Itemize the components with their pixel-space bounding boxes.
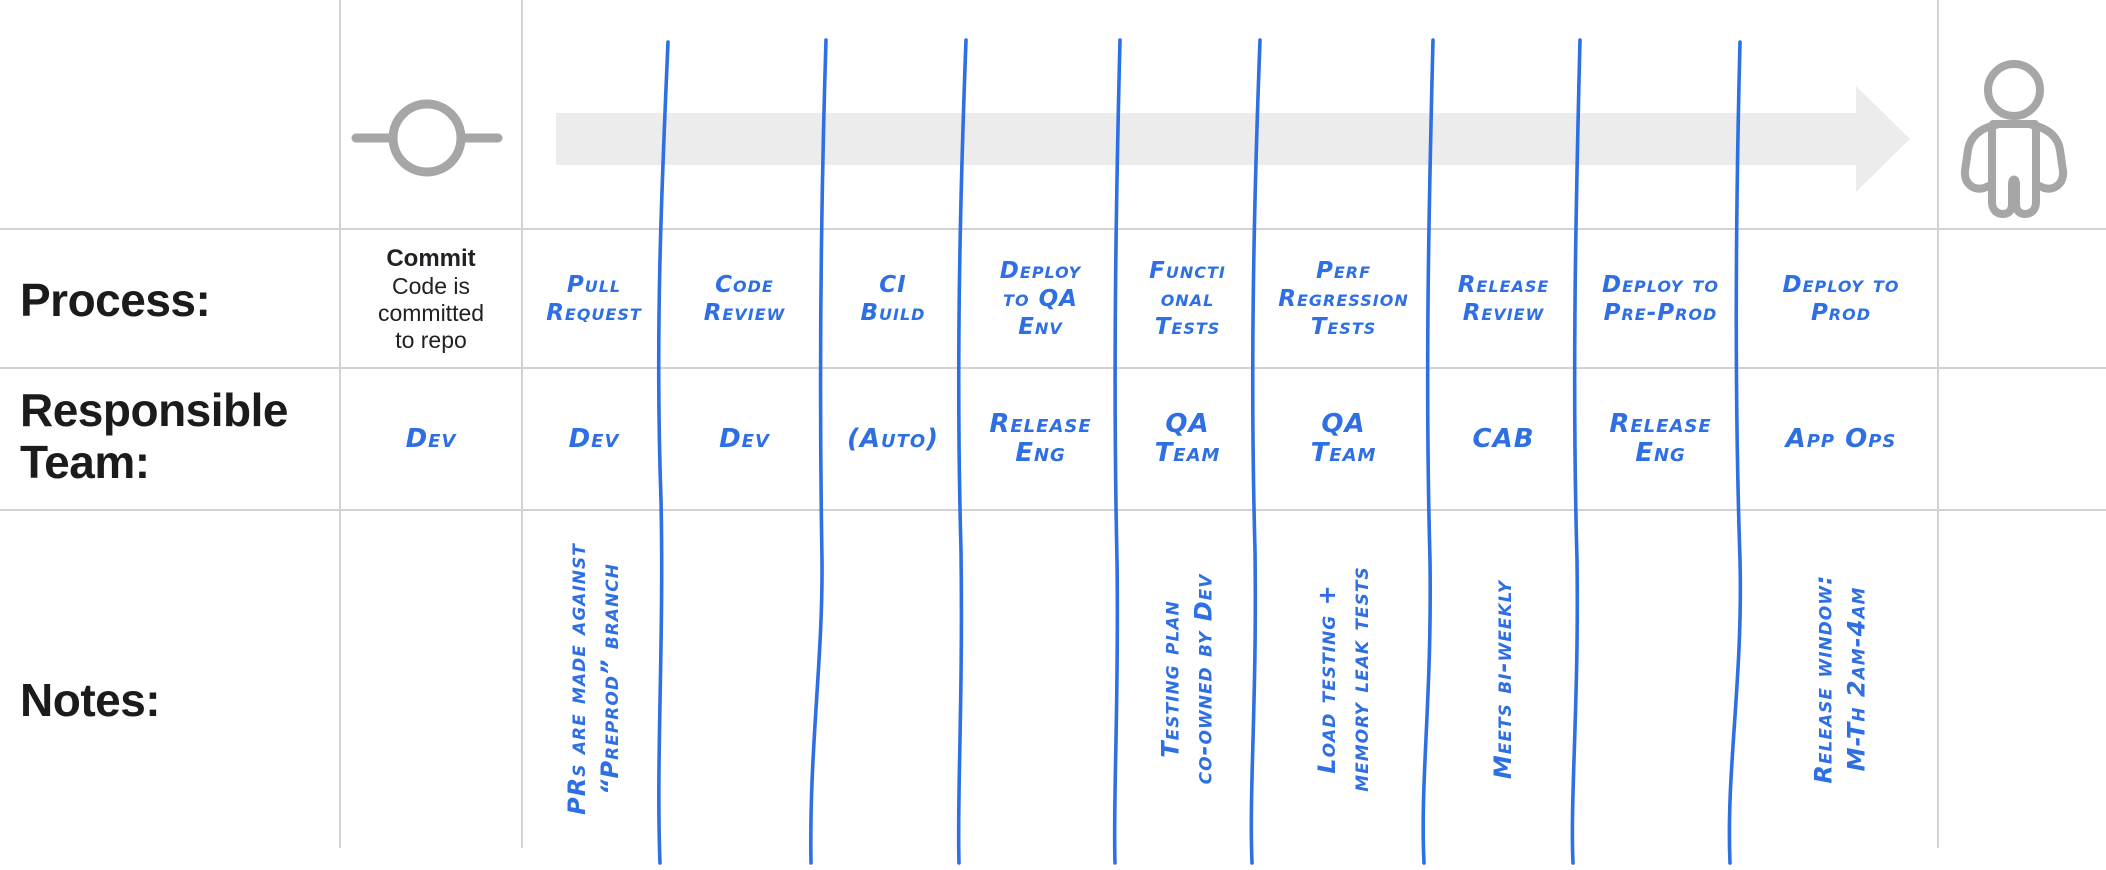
process-cell-ci-build: CI Build — [823, 230, 963, 368]
note-cell-perf-regression: Load testing + memory leak tests — [1257, 510, 1430, 848]
team-cell-deploy-prod: App Ops — [1744, 368, 1938, 510]
commit-icon — [351, 99, 503, 177]
notes-row-label: Notes: — [20, 674, 161, 726]
process-step-label: Pull Request — [546, 272, 642, 326]
process-cell-code-review: Code Review — [666, 230, 823, 368]
person-icon — [1960, 60, 2068, 218]
team-label: QA Team — [1154, 409, 1221, 468]
process-cell-release-review: Release Review — [1430, 230, 1577, 368]
process-step-label: Deploy to Pre-Prod — [1602, 272, 1719, 326]
table-gridlines — [0, 0, 2106, 848]
column-separator-line — [956, 38, 968, 865]
process-step-label: Functi onal Tests — [1149, 258, 1226, 340]
process-step-label: Deploy to QA Env — [999, 258, 1082, 340]
team-cell-deploy-qa: Release Eng — [963, 368, 1118, 510]
column-separator-line — [1727, 40, 1743, 865]
team-label: CAB — [1472, 423, 1535, 454]
process-step-label: Deploy to Prod — [1782, 272, 1900, 326]
team-cell-code-review: Dev — [666, 368, 823, 510]
team-label: Release Eng — [989, 409, 1092, 468]
column-separator-line — [1421, 38, 1435, 865]
note-cell-deploy-prod: Release window: M-Th 2am-4am — [1744, 510, 1938, 848]
note-cell-functional-tests: Testing plan co-owned by Dev — [1118, 510, 1257, 848]
process-step-label: Perf Regression Tests — [1278, 258, 1409, 340]
process-cell-deploy-qa: Deploy to QA Env — [963, 230, 1118, 368]
responsible-team-row-label: Responsible Team: — [20, 384, 289, 488]
note-label: Load testing + memory leak tests — [1312, 566, 1374, 792]
team-cell-pull-request: Dev — [522, 368, 666, 510]
team-cell-ci-build: (Auto) — [823, 368, 963, 510]
column-separator-line — [1112, 38, 1122, 865]
process-cell-functional-tests: Functi onal Tests — [1118, 230, 1257, 368]
column-separator-line — [1249, 38, 1262, 865]
team-cell-functional-tests: QA Team — [1118, 368, 1257, 510]
commit-step-title: Commit — [386, 244, 476, 272]
column-separator-lines — [656, 38, 1743, 865]
process-step-label: Release Review — [1457, 272, 1550, 326]
note-label: Meets bi-weekly — [1489, 579, 1518, 779]
note-label: Release window: M-Th 2am-4am — [1810, 574, 1871, 784]
team-label: Release Eng — [1609, 409, 1712, 468]
team-cell-deploy-preprod: Release Eng — [1577, 368, 1744, 510]
flow-arrow-icon — [556, 86, 1910, 192]
team-label: QA Team — [1310, 409, 1377, 468]
team-cell-commit: Dev — [340, 368, 522, 510]
note-label: Testing plan co-owned by Dev — [1156, 573, 1218, 785]
note-cell-release-review: Meets bi-weekly — [1430, 510, 1577, 848]
process-step-label: Code Review — [703, 272, 786, 326]
commit-process-cell: Commit Code is committed to repo — [340, 230, 522, 368]
process-cell-perf-regression: Perf Regression Tests — [1257, 230, 1430, 368]
team-label: (Auto) — [846, 423, 940, 454]
team-cell-perf-regression: QA Team — [1257, 368, 1430, 510]
team-cell-release-review: CAB — [1430, 368, 1577, 510]
process-step-label: CI Build — [860, 272, 926, 326]
note-cell-pull-request: PRs are made against “Preprod” branch — [522, 510, 666, 848]
note-label: PRs are made against “Preprod” branch — [563, 543, 625, 815]
team-label: Dev — [568, 423, 620, 454]
process-row-label: Process: — [20, 274, 211, 326]
column-separator-line — [1570, 38, 1582, 865]
team-label: Dev — [405, 423, 457, 454]
process-cell-pull-request: Pull Request — [522, 230, 666, 368]
column-separator-line — [809, 38, 828, 865]
team-label: App Ops — [1785, 423, 1897, 454]
column-separator-line — [656, 40, 670, 865]
commit-step-description: Code is committed to repo — [377, 272, 485, 353]
process-cell-deploy-prod: Deploy to Prod — [1744, 230, 1938, 368]
process-cell-deploy-preprod: Deploy to Pre-Prod — [1577, 230, 1744, 368]
team-label: Dev — [719, 423, 770, 454]
